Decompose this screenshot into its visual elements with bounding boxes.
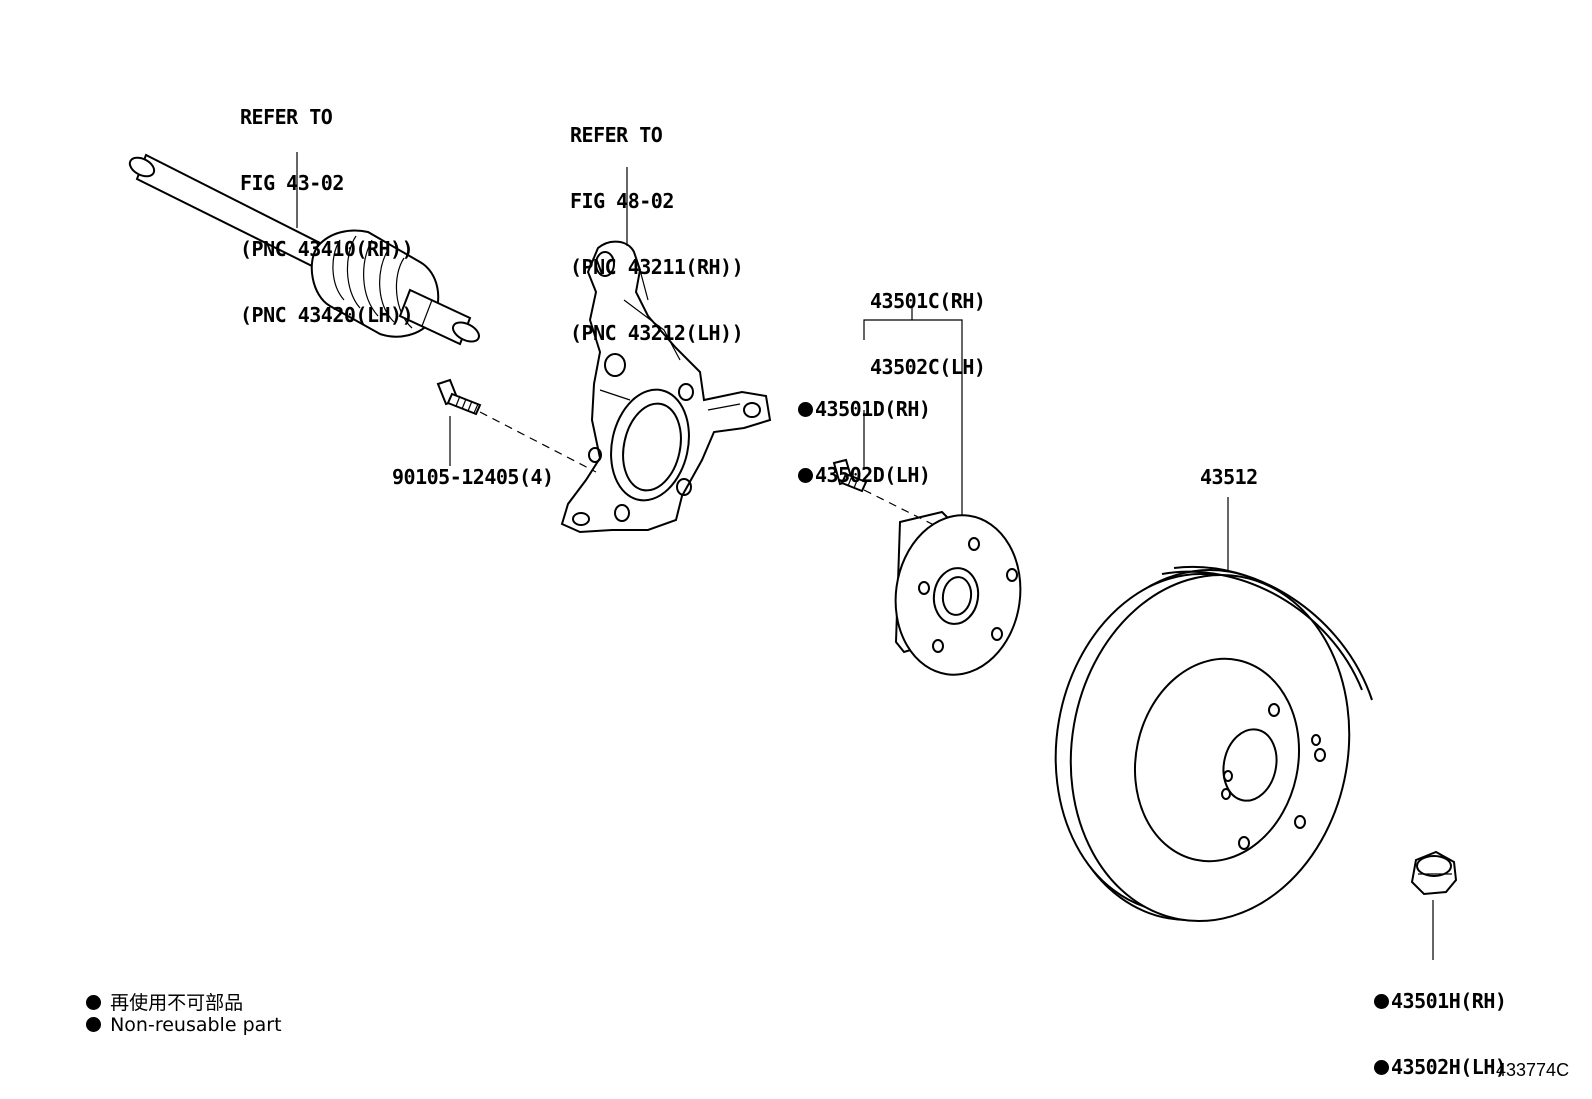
knuckle-callout-line2: FIG 48-02 (570, 189, 674, 213)
hub-callout-rh[interactable]: 43501C(RH) (870, 289, 986, 313)
non-reusable-dot-icon (86, 995, 102, 1010)
hub-bolt-callout: 43501D(RH) 43502D(LH) (798, 354, 931, 508)
nut-callout-lh[interactable]: 43502H(LH) (1391, 1055, 1507, 1079)
legend-jp: 再使用不可部品 (74, 966, 243, 1015)
non-reusable-dot-icon (798, 468, 813, 483)
driveshaft-callout-line4: (PNC 43420(LH)) (240, 303, 414, 327)
disc-callout[interactable]: 43512 (1200, 465, 1258, 489)
non-reusable-dot-icon (798, 402, 813, 417)
knuckle-callout-line3: (PNC 43211(RH)) (570, 255, 744, 279)
brake-disc-part[interactable] (1029, 547, 1376, 943)
driveshaft-callout-line3: (PNC 43410(RH)) (240, 237, 414, 261)
knuckle-callout: REFER TO FIG 48-02 (PNC 43211(RH)) (PNC … (570, 80, 744, 366)
non-reusable-dot-icon (86, 1017, 102, 1032)
leader-lines (296, 152, 1434, 960)
hub-bolt-callout-rh-row: 43501D(RH) (798, 397, 931, 421)
legend-jp-text: 再使用不可部品 (110, 992, 244, 1014)
hub-bearing-part[interactable] (885, 507, 1030, 683)
driveshaft-callout: REFER TO FIG 43-02 (PNC 43410(RH)) (PNC … (240, 62, 414, 348)
hub-bolt-callout-lh[interactable]: 43502D(LH) (815, 463, 931, 487)
knuckle-bolt-part[interactable] (436, 378, 482, 416)
nut-callout-lh-row: 43502H(LH) (1374, 1055, 1507, 1079)
hub-bolt-callout-rh[interactable]: 43501D(RH) (815, 397, 931, 421)
knuckle-bolt-callout[interactable]: 90105-12405(4) (392, 465, 554, 489)
legend-en: Non-reusable part (74, 992, 282, 1036)
knuckle-callout-line1: REFER TO (570, 123, 663, 147)
driveshaft-callout-line1: REFER TO (240, 105, 333, 129)
assembly-guide-lines (479, 411, 937, 527)
non-reusable-dot-icon (1374, 1060, 1389, 1075)
legend-en-text: Non-reusable part (110, 1014, 282, 1036)
hub-bolt-callout-lh-row: 43502D(LH) (798, 463, 931, 487)
drive-shaft-part[interactable] (127, 153, 482, 346)
nut-callout-rh-row: 43501H(RH) (1374, 989, 1507, 1013)
nut-callout: 43501H(RH) 43502H(LH) (1374, 946, 1507, 1099)
hub-nut-part[interactable] (1410, 850, 1458, 896)
steering-knuckle-part[interactable] (560, 240, 772, 534)
hub-callout-lh[interactable]: 43502C(LH) (870, 355, 986, 379)
knuckle-callout-line4: (PNC 43212(LH)) (570, 321, 744, 345)
driveshaft-callout-line2: FIG 43-02 (240, 171, 344, 195)
figure-id: 433774C (1496, 1060, 1570, 1080)
non-reusable-dot-icon (1374, 994, 1389, 1009)
nut-callout-rh[interactable]: 43501H(RH) (1391, 989, 1507, 1013)
hub-callout: 43501C(RH) 43502C(LH) (870, 246, 986, 400)
hub-bolt-part[interactable] (832, 458, 868, 493)
